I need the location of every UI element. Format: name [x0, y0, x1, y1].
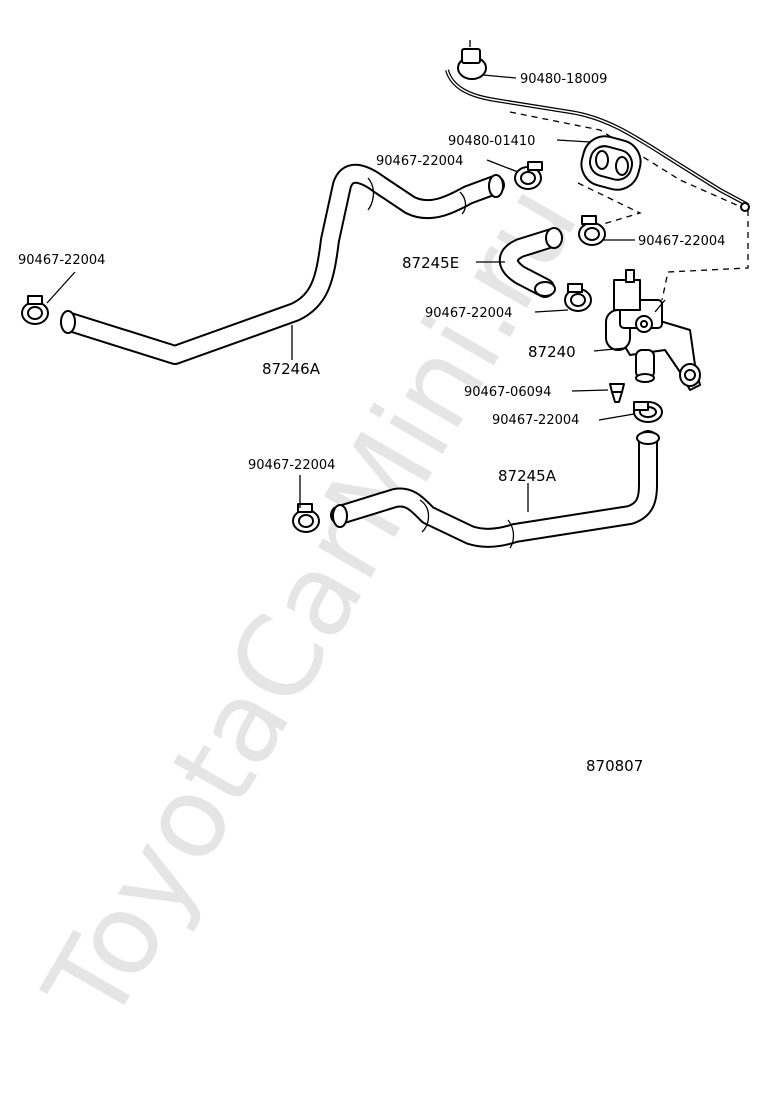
label-valve-87240: 87240 — [528, 343, 576, 361]
clip-left — [21, 295, 49, 325]
label-hose-87245a: 87245A — [498, 467, 557, 485]
label-clip-right-top: 90467-22004 — [638, 234, 725, 249]
clip-bottom — [292, 503, 320, 533]
cable-assembly — [445, 40, 750, 212]
hose-87245a — [330, 430, 660, 549]
grommet-part — [580, 135, 642, 191]
label-clip-left: 90467-22004 — [18, 253, 105, 268]
water-valve — [605, 269, 701, 391]
label-clip-small: 90467-06094 — [464, 385, 551, 400]
label-clip-right-low: 90467-22004 — [492, 413, 579, 428]
hose-87245e — [498, 227, 563, 298]
clip-small — [609, 383, 625, 403]
label-hose-87245e: 87245E — [402, 254, 459, 272]
label-clip-top: 90467-22004 — [376, 154, 463, 169]
label-hose-87246a: 87246A — [262, 360, 321, 378]
diagram-code: 870807 — [586, 757, 643, 775]
clip-mid — [564, 283, 592, 312]
clip-right-low — [633, 401, 663, 423]
label-clip-mid: 90467-22004 — [425, 306, 512, 321]
clip-right-top — [578, 215, 606, 246]
label-grommet: 90480-01410 — [448, 134, 535, 149]
label-cable: 90480-18009 — [520, 72, 607, 87]
clip-top — [514, 161, 543, 190]
hose-87246a — [60, 163, 505, 365]
label-clip-bottom: 90467-22004 — [248, 458, 335, 473]
